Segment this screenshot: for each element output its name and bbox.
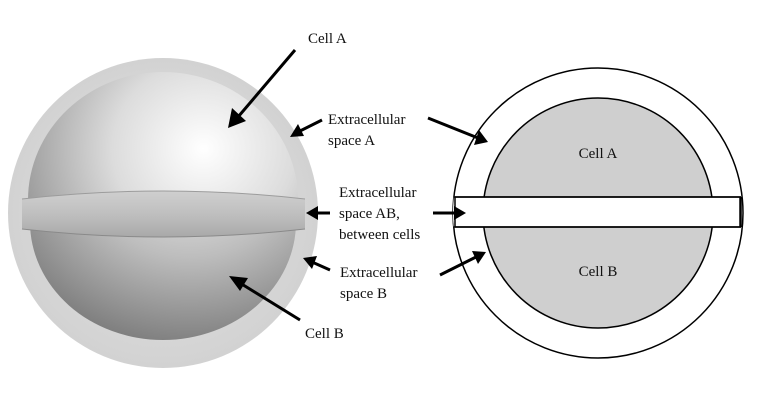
arrow-cell-b [239, 281, 301, 322]
cell-b-sphere [30, 218, 296, 340]
label-cell-b: Cell B [305, 326, 344, 342]
labels: Cell A Extracellular space A Extracellul… [305, 31, 420, 342]
label-extra-b-line1: Extracellular [340, 265, 417, 281]
arrow-cell-a [236, 49, 297, 118]
label-extra-ab-line3: between cells [339, 227, 420, 243]
schematic-cross-section: Cell A Cell B [452, 67, 744, 359]
label-extra-a-line2: space A [328, 133, 375, 149]
schematic-cell-a-label: Cell A [579, 146, 618, 162]
rendered-cell-pair [8, 58, 318, 368]
gap-band [22, 191, 305, 237]
schematic-cell-b-label: Cell B [579, 264, 618, 280]
cell-a-sphere [28, 72, 298, 206]
arrows [228, 49, 488, 322]
label-extra-ab-line2: space AB, [339, 206, 400, 222]
label-cell-a: Cell A [308, 31, 347, 47]
arrow-extra-a-right [427, 116, 479, 140]
label-extra-b-line2: space B [340, 286, 387, 302]
arrow-extra-a [297, 118, 323, 134]
arrow-extra-b-right [439, 255, 477, 277]
label-extra-a-line1: Extracellular [328, 112, 405, 128]
arrow-extra-b [311, 260, 331, 272]
schematic-gap-band [453, 196, 741, 228]
label-extra-ab-line1: Extracellular [339, 185, 416, 201]
